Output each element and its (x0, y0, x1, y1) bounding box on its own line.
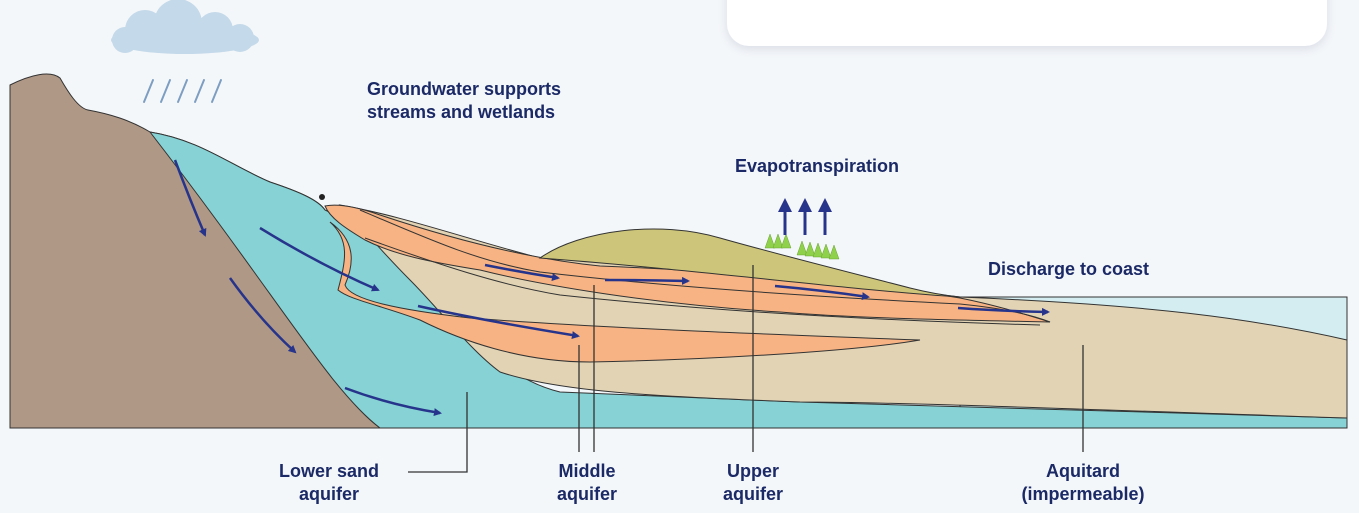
upper-aquifer-label-line2: aquifer (722, 484, 783, 504)
rain-icon (143, 79, 222, 103)
arrow-up-icon (778, 198, 832, 235)
groundwater-label-line1: Groundwater supports (367, 79, 562, 99)
aquitard-label-line1: Aquitard (1046, 461, 1120, 481)
upper-aquifer-label: Upper aquifer (693, 460, 813, 506)
spring-icon (319, 194, 325, 200)
upper-aquifer-label-line1: Upper (726, 461, 779, 481)
middle-aquifer-body (329, 221, 921, 363)
aquitard-label-line2: (impermeable) (1021, 484, 1145, 504)
cloud-icon (111, 0, 259, 54)
lower-aquifer-label: Lower sand aquifer (254, 460, 404, 506)
lower-aquifer-label-line2: aquifer (298, 484, 359, 504)
middle-aquifer-label: Middle aquifer (527, 460, 647, 506)
surface-soil-layer (538, 228, 961, 298)
evapotranspiration-label-text: Evapotranspiration (735, 156, 900, 176)
tree-icon (764, 233, 840, 260)
evapotranspiration-label: Evapotranspiration (735, 155, 899, 178)
aquitard-label: Aquitard (impermeable) (1003, 460, 1163, 506)
leader-lines (408, 265, 1084, 473)
lower-aquifer-label-line1: Lower sand (278, 461, 380, 481)
flow-arrow-icon (173, 159, 1050, 417)
middle-aquifer-label-line2: aquifer (556, 484, 617, 504)
info-card (727, 0, 1327, 46)
middle-aquifer-label-line1: Middle (558, 461, 616, 481)
discharge-label-text: Discharge to coast (988, 259, 1150, 279)
layer-boundaries (359, 209, 1051, 326)
discharge-label: Discharge to coast (988, 258, 1149, 281)
groundwater-label-line2: streams and wetlands (367, 102, 556, 122)
groundwater-label: Groundwater supports streams and wetland… (367, 78, 561, 124)
